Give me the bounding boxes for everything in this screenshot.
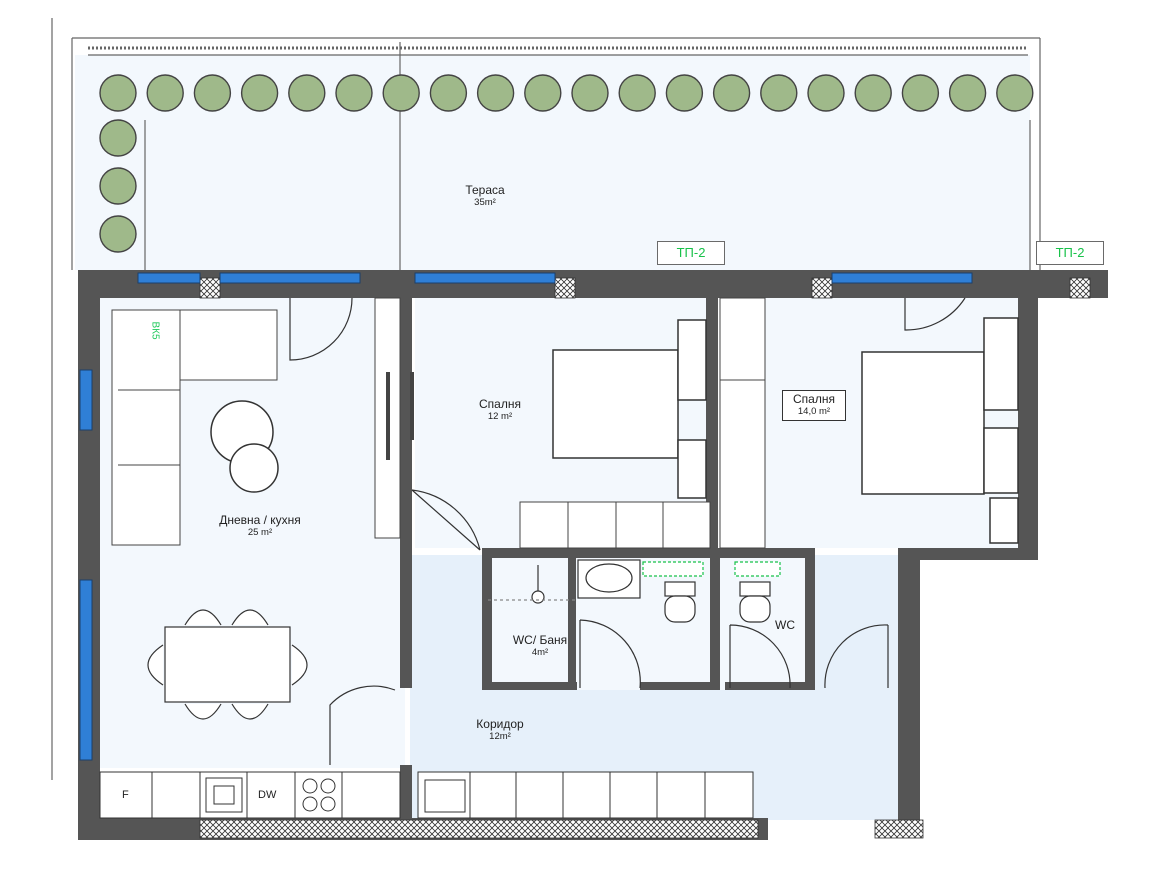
room-name: WC/ Баня	[512, 633, 568, 647]
bedroom1-label: Спалня 12 m²	[460, 397, 540, 423]
room-name: Тераса	[465, 183, 505, 197]
windows	[79, 272, 973, 761]
room-area: 14,0 m²	[797, 405, 831, 417]
tree-icon	[382, 74, 420, 112]
doors	[289, 297, 966, 765]
kitchen-counter	[99, 771, 754, 819]
terrace-label: Тераса 35m²	[445, 183, 525, 209]
tree-icon	[99, 119, 137, 157]
living-label: Дневна / кухня 25 m²	[205, 513, 315, 539]
tree-icon	[807, 74, 845, 112]
terrace-railing	[51, 18, 1041, 780]
tree-icon	[146, 74, 184, 112]
bath-fixtures	[488, 559, 781, 623]
tree-icon	[760, 74, 798, 112]
radiator-terrace-2: ТП-2	[1036, 241, 1104, 265]
tree-icon	[901, 74, 940, 112]
wc-label: WC	[770, 618, 800, 633]
coffee-tables	[210, 400, 279, 493]
tree-icon	[193, 74, 232, 112]
room-name: Спалня	[793, 392, 835, 406]
radiator-vk-label: ВК5	[149, 321, 161, 340]
sofa	[111, 309, 278, 546]
room-name: Коридор	[476, 717, 524, 731]
room-area: 25 m²	[247, 526, 273, 538]
tree-icon	[665, 74, 704, 112]
tree-icon	[996, 74, 1034, 112]
tree-icon	[429, 74, 468, 112]
room-name: Спалня	[479, 397, 521, 411]
corridor-label: Коридор 12m²	[460, 717, 540, 743]
tree-icon	[524, 74, 562, 112]
tree-icon	[99, 74, 137, 112]
bedroom2-label: Спалня 14,0 m²	[782, 390, 846, 421]
tree-icon	[618, 74, 656, 112]
room-area: 12m²	[489, 730, 511, 742]
tree-icon	[240, 74, 279, 112]
dishwasher-label: DW	[258, 789, 277, 801]
fridge-label: F	[122, 789, 129, 801]
room-name: Дневна / кухня	[219, 513, 301, 527]
bath-label: WC/ Баня 4m²	[500, 633, 580, 659]
dining-set	[147, 609, 308, 720]
tree-icon	[712, 74, 751, 112]
tree-icon	[476, 74, 515, 112]
bed-2	[861, 317, 1019, 544]
tree-icon	[854, 74, 892, 112]
room-area: 12 m²	[487, 410, 513, 422]
tree-icon	[288, 74, 326, 112]
columns	[199, 277, 1091, 839]
bed-1	[552, 319, 707, 499]
wardrobe-living	[374, 297, 414, 539]
tree-icon	[99, 215, 137, 253]
tree-icon	[948, 74, 987, 112]
tree-icon	[571, 74, 609, 112]
radiator-terrace-1: ТП-2	[657, 241, 725, 265]
room-area: 4m²	[531, 646, 549, 658]
trees	[99, 74, 1034, 253]
tree-icon	[335, 74, 373, 112]
room-area: 35m²	[474, 196, 496, 208]
room-name: WC	[775, 618, 795, 632]
wardrobe-bedroom1	[519, 297, 766, 549]
tree-icon	[99, 167, 137, 205]
